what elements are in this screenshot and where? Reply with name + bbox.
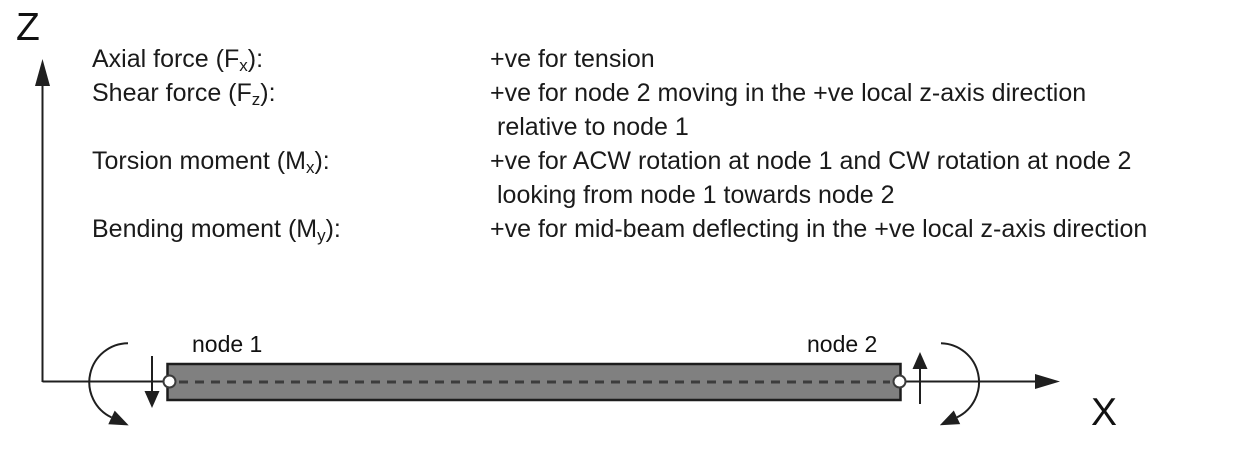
desc-torsion-moment: +ve for ACW rotation at node 1 and CW ro… <box>490 147 1132 175</box>
desc-bending-moment: +ve for mid-beam deflecting in the +ve l… <box>490 215 1148 243</box>
node1-label: node 1 <box>192 331 262 357</box>
legend-row-shear: Shear force (Fz): +ve for node 2 moving … <box>92 76 1232 110</box>
shear-arrow-node2-arrowhead-icon <box>912 352 928 369</box>
z-axis-arrowhead-icon <box>35 59 50 86</box>
legend-row-axial: Axial force (Fx): +ve for tension <box>92 42 1232 76</box>
term-bending-moment: Bending moment (My): <box>92 215 341 245</box>
shear-arrow-node1-arrowhead-icon <box>144 391 160 408</box>
node1-circle <box>162 374 177 389</box>
moment-arc-node1-arrowhead-icon <box>108 410 129 426</box>
legend-row-shear-cont: relative to node 1 <box>92 110 1232 144</box>
subscript-y: y <box>317 226 326 245</box>
desc-shear-force-cont: relative to node 1 <box>497 113 689 141</box>
subscript-x: x <box>239 56 248 75</box>
node2-circle <box>892 374 907 389</box>
subscript-x: x <box>305 158 315 177</box>
legend-row-bending: Bending moment (My): +ve for mid-beam de… <box>92 212 1232 246</box>
desc-axial-force: +ve for tension <box>490 45 655 73</box>
moment-arc-node2 <box>940 342 980 419</box>
term-torsion-moment: Torsion moment (Mx): <box>92 147 330 177</box>
desc-torsion-moment-cont: looking from node 1 towards node 2 <box>497 181 895 209</box>
x-axis-label: X <box>1091 391 1117 434</box>
sign-convention-legend: Axial force (Fx): +ve for tension Shear … <box>92 42 1232 246</box>
moment-arc-node1 <box>88 342 129 419</box>
legend-row-torsion: Torsion moment (Mx): +ve for ACW rotatio… <box>92 144 1232 178</box>
subscript-z: z <box>251 90 261 109</box>
z-axis-label: Z <box>16 6 40 49</box>
desc-shear-force: +ve for node 2 moving in the +ve local z… <box>490 79 1087 107</box>
node2-label: node 2 <box>807 331 877 357</box>
x-axis-arrowhead-icon <box>1035 374 1060 389</box>
moment-arc-node2-arrowhead-icon <box>939 410 961 426</box>
term-axial-force: Axial force (Fx): <box>92 45 264 75</box>
legend-row-torsion-cont: looking from node 1 towards node 2 <box>92 178 1232 212</box>
term-shear-force: Shear force (Fz): <box>92 79 276 109</box>
